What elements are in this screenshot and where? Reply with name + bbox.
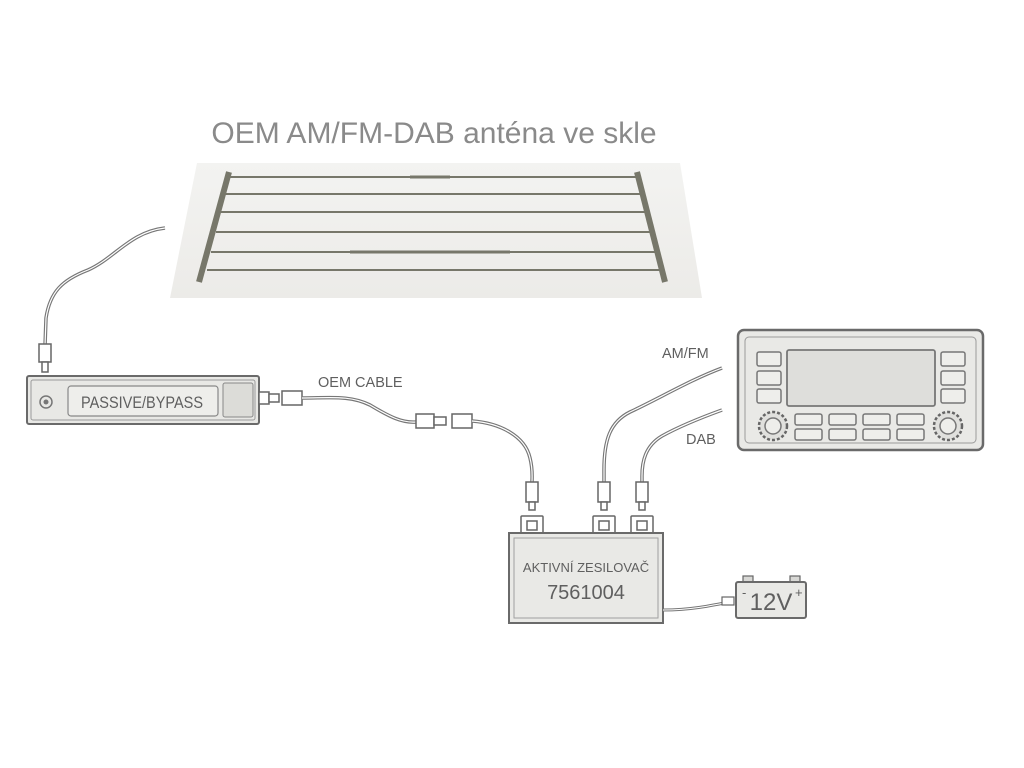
passive-box-end-panel <box>222 382 254 418</box>
amfm-cable-label: AM/FM <box>662 346 709 362</box>
passive-box-output-port <box>258 391 270 405</box>
battery-12v: - + 12V <box>735 575 807 619</box>
battery-label: 12V <box>750 589 793 616</box>
antenna-cable <box>38 226 166 373</box>
antenna-connector <box>38 343 52 363</box>
radio-right-buttons <box>940 351 966 404</box>
passive-box-knob <box>39 395 53 409</box>
passive-bypass-box: PASSIVE/BYPASS <box>26 375 270 425</box>
battery-minus-label: - <box>742 585 746 600</box>
power-cable <box>662 596 735 612</box>
amplifier-box: AKTIVNÍ ZESILOVAČ 7561004 <box>508 515 664 624</box>
radio-preset-buttons <box>794 413 925 441</box>
oem-cable-connector-female <box>451 413 473 429</box>
radio-left-knob <box>757 410 789 442</box>
passive-box-label: PASSIVE/BYPASS <box>81 393 203 412</box>
amplifier-ports <box>520 515 654 535</box>
amplifier-code: 7561004 <box>547 582 625 604</box>
dab-cable: DAB <box>635 408 723 511</box>
windshield-glass <box>170 163 702 298</box>
amfm-cable: AM/FM <box>597 346 723 511</box>
antenna-rail-left <box>196 171 232 283</box>
oem-cable-label: OEM CABLE <box>318 375 403 391</box>
passive-box-label-panel <box>67 385 219 417</box>
antenna-wire-thick-segments <box>350 175 510 254</box>
oem-cable: OEM CABLE <box>268 375 539 511</box>
radio-display <box>786 349 936 407</box>
radio-right-knob <box>932 410 964 442</box>
diagram-title: OEM AM/FM-DAB anténa ve skle <box>211 117 656 150</box>
battery-plus-label: + <box>795 585 803 600</box>
radio-left-buttons <box>756 351 782 404</box>
antenna-rail-right <box>634 171 668 283</box>
oem-cable-connector-male <box>415 413 435 429</box>
car-radio <box>736 328 985 452</box>
dab-cable-label: DAB <box>686 432 716 448</box>
windshield-antenna <box>170 163 702 298</box>
amplifier-name: AKTIVNÍ ZESILOVAČ <box>523 560 649 575</box>
